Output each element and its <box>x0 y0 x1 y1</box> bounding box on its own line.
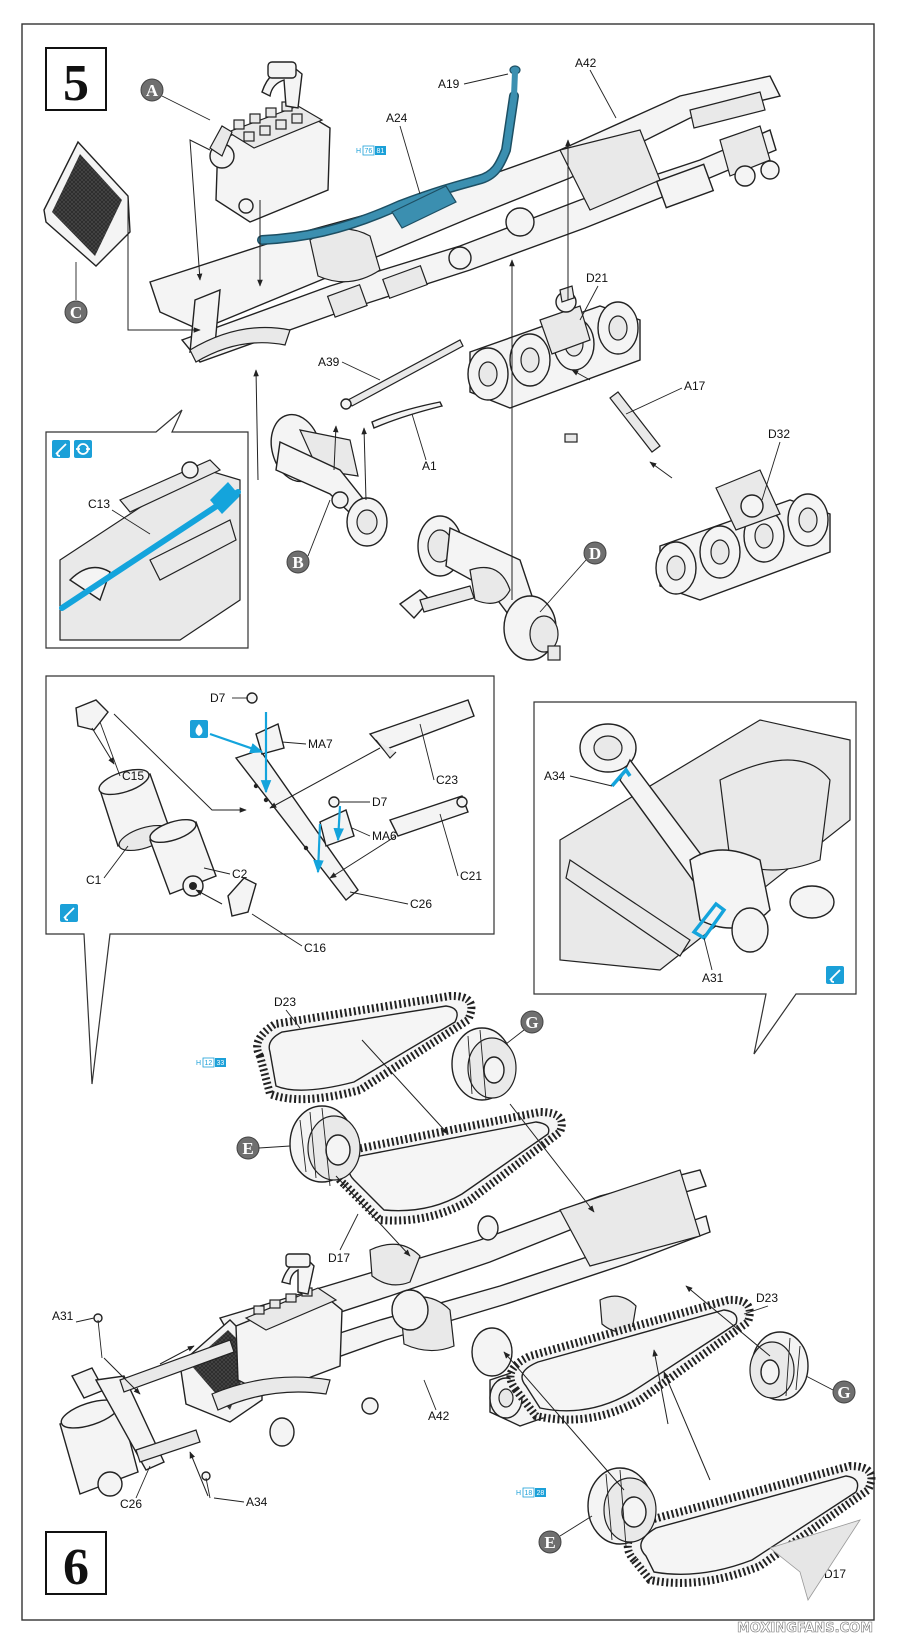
label-d23-upper: D23 <box>274 995 296 1009</box>
watermark: MOXINGFANS.COM <box>737 1519 873 1636</box>
track-d17-upper <box>332 1107 566 1225</box>
track-d17-lower <box>623 1461 876 1587</box>
sprocket-e-lower <box>587 1467 657 1547</box>
label-d7-mid: D7 <box>372 795 388 809</box>
step-6-badge: 6 <box>45 1531 107 1596</box>
label-c1: C1 <box>86 873 102 887</box>
step-5-badge: 5 <box>45 47 107 112</box>
label-c21: C21 <box>460 869 482 883</box>
label-c15: C15 <box>122 769 144 783</box>
idler-g-upper <box>451 1027 517 1101</box>
label-a31: A31 <box>52 1309 74 1323</box>
callout-d: D <box>539 541 607 613</box>
rear-bogie-d32 <box>655 469 831 601</box>
track-d23-lower <box>506 1295 754 1424</box>
svg-text:H: H <box>356 148 361 155</box>
svg-text:D: D <box>589 544 601 563</box>
svg-text:81: 81 <box>377 148 385 155</box>
inset-front-bumper: D7 MA7 C23 C15 D7 MA6 C1 C2 C21 C26 C16 <box>45 675 495 1085</box>
track-d23-upper <box>253 991 476 1104</box>
step5-arrows <box>127 139 673 600</box>
label-c2: C2 <box>232 867 248 881</box>
radiator-part-c <box>43 140 131 267</box>
label-a17: A17 <box>684 379 706 393</box>
svg-text:28: 28 <box>537 1490 545 1497</box>
svg-text:G: G <box>525 1013 538 1032</box>
label-d21: D21 <box>586 271 608 285</box>
label-a19: A19 <box>438 77 460 91</box>
callout-e-upper: E <box>236 1136 291 1160</box>
label-a34-inset: A34 <box>544 769 566 783</box>
front-axle-b <box>270 413 388 547</box>
page-frame <box>21 23 875 1621</box>
rear-axle-d <box>398 515 561 661</box>
shaft-a17 <box>609 391 661 453</box>
small-parts-step5 <box>340 339 661 453</box>
label-a31-inset: A31 <box>702 971 724 985</box>
svg-text:G: G <box>837 1383 850 1402</box>
svg-text:12: 12 <box>205 1060 213 1067</box>
color-ref-h12-33: H 12 33 <box>196 1057 226 1068</box>
label-d32: D32 <box>768 427 790 441</box>
chassis-frame-step5 <box>149 75 782 363</box>
callout-c: C <box>64 262 88 324</box>
exhaust-pipe-a24 <box>257 65 521 245</box>
callout-e-lower: E <box>538 1515 593 1554</box>
svg-text:H: H <box>196 1060 201 1067</box>
step6-part-labels: D23 D17 A31 A42 D23 C26 A34 D17 <box>52 995 846 1581</box>
callout-b: B <box>286 499 331 574</box>
label-a42: A42 <box>428 1409 450 1423</box>
label-a42: A42 <box>575 56 597 70</box>
color-ref-h76-81: H 76 81 <box>356 145 386 156</box>
step-5-number: 5 <box>63 55 89 112</box>
svg-text:A: A <box>146 81 159 100</box>
svg-text:E: E <box>242 1139 253 1158</box>
watermark-text: MOXINGFANS.COM <box>737 1621 873 1636</box>
callout-g-upper: G <box>505 1010 544 1045</box>
both-sides-icon <box>74 440 92 458</box>
label-a39: A39 <box>318 355 340 369</box>
idler-g-lower <box>749 1331 809 1401</box>
svg-text:H: H <box>516 1490 521 1497</box>
color-ref-h18-28: H 18 28 <box>516 1487 546 1498</box>
label-ma7: MA7 <box>308 737 333 751</box>
rear-bogie-d21 <box>467 285 641 409</box>
label-c23: C23 <box>436 773 458 787</box>
label-d17-lower: D17 <box>824 1567 846 1581</box>
label-a24: A24 <box>386 111 408 125</box>
label-d23-lower: D23 <box>756 1291 778 1305</box>
label-c26: C26 <box>120 1497 142 1511</box>
label-c16: C16 <box>304 941 326 955</box>
callout-g-lower: G <box>805 1375 856 1404</box>
label-a1: A1 <box>422 459 437 473</box>
svg-text:18: 18 <box>525 1490 533 1497</box>
label-c13: C13 <box>88 497 110 511</box>
inset-a34-a31: A34 A31 <box>533 701 857 1055</box>
svg-text:33: 33 <box>217 1060 225 1067</box>
step-6-number: 6 <box>63 1539 89 1596</box>
engine-assembly-a <box>209 61 331 223</box>
label-c26: C26 <box>410 897 432 911</box>
sprocket-e-upper <box>289 1105 361 1187</box>
svg-text:B: B <box>292 553 303 572</box>
label-d7-top: D7 <box>210 691 226 705</box>
svg-text:E: E <box>544 1533 555 1552</box>
label-ma6: MA6 <box>372 829 397 843</box>
svg-text:76: 76 <box>365 148 373 155</box>
inset-c13: C13 <box>45 409 249 649</box>
svg-text:C: C <box>70 303 82 322</box>
step6-arrows <box>103 1039 771 1497</box>
front-bumper-step6 <box>59 1313 235 1499</box>
callout-a: A <box>140 78 211 121</box>
step5-part-labels: A19 A42 A24 D21 A39 A17 D32 A1 <box>318 56 790 501</box>
label-a34: A34 <box>246 1495 268 1509</box>
label-d17-upper: D17 <box>328 1251 350 1265</box>
drag-link-a1 <box>371 401 444 429</box>
